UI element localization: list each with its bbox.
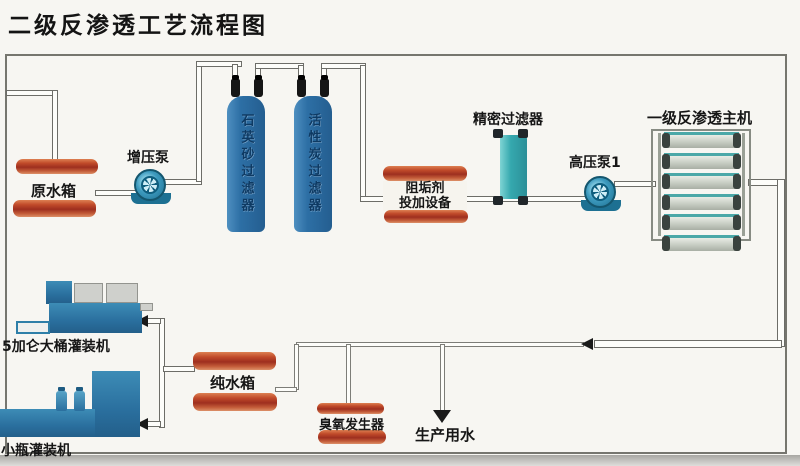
pipe-inlet-horizontal — [6, 90, 56, 96]
pipe-puretank-inlet — [275, 387, 297, 392]
valve-icon — [231, 75, 240, 97]
pipe-pump1-riser — [196, 62, 202, 182]
valve-icon — [297, 75, 306, 97]
ro-unit-rail — [658, 133, 661, 236]
bottle-filler-base — [0, 409, 95, 437]
quartz-sand-filter: 石英砂过滤器 — [227, 96, 265, 232]
precision-filter-cap — [518, 196, 528, 205]
pipe-ozone-branch — [346, 344, 351, 405]
scan-edge — [0, 455, 800, 466]
booster-pump-label: 增压泵 — [127, 150, 169, 166]
bottle-filler-tower — [92, 371, 140, 437]
raw-water-tank-label: 原水箱 — [31, 182, 77, 200]
five-gallon-filler-notch — [140, 303, 153, 311]
ro-unit-label: 一级反渗透主机 — [647, 109, 753, 127]
five-gallon-filler-label: 5加仑大桶灌装机 — [2, 339, 110, 355]
quartz-sand-filter-label: 石英砂过滤器 — [238, 113, 254, 215]
pipe-ro-downcomer — [777, 179, 785, 347]
flow-arrow-left-icon — [581, 338, 593, 350]
pure-water-tank — [193, 352, 276, 370]
activated-carbon-filter-label: 活性炭过滤器 — [305, 113, 321, 215]
precision-filter-label: 精密过滤器 — [473, 112, 543, 128]
membrane-vessel — [662, 152, 741, 169]
activated-carbon-filter: 活性炭过滤器 — [294, 96, 332, 232]
pipe-inlet-vertical — [52, 90, 58, 160]
pipe-downcomer-to-main — [360, 65, 366, 200]
pipe-filler-bottom-stub — [147, 421, 161, 427]
antiscalant-doser-plate: 阻垢剂 投加设备 — [383, 181, 467, 211]
five-gallon-filler-panel — [106, 283, 138, 303]
ozone-generator-label: 臭氧发生器 — [319, 418, 385, 433]
ozone-generator-bottom — [318, 430, 386, 444]
antiscalant-doser-bottom — [384, 210, 468, 223]
pipe-tank-riser — [294, 344, 299, 390]
valve-icon — [320, 75, 329, 97]
five-gallon-filler-conveyor — [16, 321, 50, 334]
membrane-vessel — [662, 193, 741, 210]
bottle-icon — [74, 387, 85, 411]
high-pressure-pump-label: 高压泵1 — [569, 155, 621, 171]
pipe-filler-branch — [163, 366, 195, 372]
pipe-top-run-1 — [196, 61, 242, 67]
high-pressure-pump-impeller-icon — [591, 183, 609, 201]
production-water-arrow-icon — [433, 410, 451, 423]
precision-filter-cap — [493, 129, 503, 138]
pure-water-tank-bottom — [193, 393, 277, 411]
membrane-vessel — [662, 132, 741, 148]
ro-unit-rail — [742, 133, 745, 236]
booster-pump-impeller-icon — [141, 176, 159, 194]
bottle-filler-label: 小瓶灌装机 — [1, 443, 71, 459]
pipe-production-branch — [440, 344, 445, 412]
five-gallon-filler-head — [46, 281, 72, 304]
raw-water-tank-bottom — [13, 200, 96, 217]
page-title: 二级反渗透工艺流程图 — [8, 13, 268, 39]
pipe-return-run — [594, 340, 782, 348]
five-gallon-filler-panel — [74, 283, 103, 303]
production-water-label: 生产用水 — [415, 426, 476, 444]
pipe-filler-top-stub — [147, 318, 161, 324]
pipe-top-run-2 — [255, 63, 304, 69]
precision-filter — [500, 135, 527, 199]
ro-unit-membranes — [662, 132, 741, 255]
precision-filter-cap — [518, 129, 528, 138]
pipe-pump2-outlet — [614, 181, 656, 187]
pure-water-tank-label: 纯水箱 — [210, 374, 256, 392]
antiscalant-doser-label-2: 投加设备 — [398, 196, 451, 211]
membrane-vessel — [662, 214, 741, 230]
antiscalant-doser-label-1: 阻垢剂 — [405, 181, 445, 196]
five-gallon-filler-body — [49, 303, 142, 333]
raw-water-tank — [16, 159, 98, 174]
ozone-generator — [317, 403, 384, 414]
antiscalant-doser-top — [383, 166, 467, 181]
membrane-vessel — [662, 234, 741, 251]
valve-icon — [254, 75, 263, 97]
bottle-icon — [56, 387, 67, 411]
membrane-vessel — [662, 173, 741, 189]
diagram-border — [5, 54, 787, 454]
pipe-filler-vertical — [159, 318, 165, 428]
precision-filter-cap — [493, 196, 503, 205]
